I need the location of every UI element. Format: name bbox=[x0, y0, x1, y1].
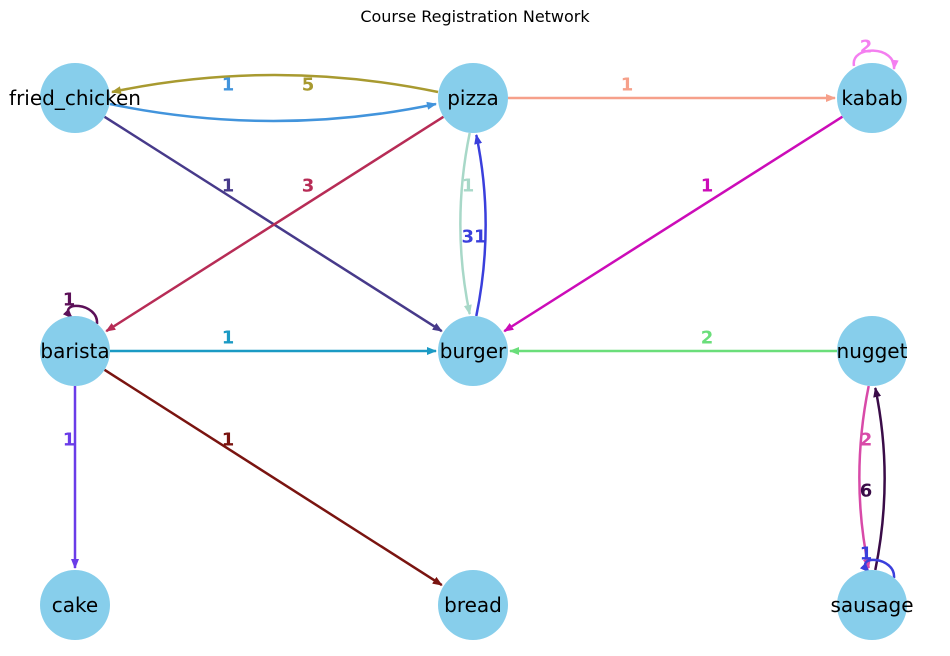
node-bread: bread bbox=[438, 570, 508, 640]
edge-fried_chicken-to-pizza bbox=[109, 101, 437, 123]
edge-barista-to-barista bbox=[62, 304, 99, 325]
edge-weight-kabab-to-burger: 1 bbox=[701, 176, 714, 197]
edge-weight-barista-to-cake: 1 bbox=[63, 430, 76, 451]
node-nugget: nugget bbox=[837, 316, 908, 386]
node-cake: cake bbox=[40, 570, 110, 640]
edge-weight-kabab-to-kabab: 2 bbox=[860, 37, 873, 58]
node-circle-barista bbox=[40, 316, 110, 386]
edge-weight-fried_chicken-to-pizza: 1 bbox=[222, 75, 235, 96]
node-label-pizza: pizza bbox=[447, 86, 499, 110]
node-barista: barista bbox=[40, 316, 110, 386]
edge-weight-pizza-to-burger: 1 bbox=[462, 176, 475, 197]
node-circle-fried_chicken bbox=[40, 63, 110, 133]
edge-barista-to-bread bbox=[103, 368, 443, 587]
node-label-nugget: nugget bbox=[837, 339, 908, 363]
edge-weight-barista-to-bread: 1 bbox=[222, 430, 235, 451]
node-pizza: pizza bbox=[438, 63, 508, 133]
node-burger: burger bbox=[438, 316, 508, 386]
edge-weight-pizza-to-kabab: 1 bbox=[621, 75, 634, 96]
edge-weight-barista-to-burger: 1 bbox=[222, 328, 235, 349]
edge-weight-nugget-to-sausage: 2 bbox=[860, 430, 873, 451]
node-circle-burger bbox=[438, 316, 508, 386]
edge-kabab-to-kabab bbox=[852, 49, 899, 70]
edge-weight-barista-to-barista: 1 bbox=[63, 290, 76, 311]
edge-weight-fried_chicken-to-burger: 1 bbox=[222, 176, 235, 197]
edges-layer bbox=[62, 49, 899, 587]
node-circle-bread bbox=[438, 570, 508, 640]
edge-weight-sausage-to-sausage: 1 bbox=[860, 544, 873, 565]
node-sausage: sausage bbox=[830, 570, 914, 640]
node-circle-sausage bbox=[837, 570, 907, 640]
edge-weight-sausage-to-nugget: 6 bbox=[860, 481, 873, 502]
edge-pizza-to-fried_chicken bbox=[111, 73, 439, 95]
nodes-layer: fried_chicken pizza kabab barista burger nugg… bbox=[9, 63, 914, 640]
edge-kabab-to-burger bbox=[503, 115, 844, 333]
edge-sausage-to-sausage bbox=[859, 558, 896, 579]
node-circle-cake bbox=[40, 570, 110, 640]
node-label-fried_chicken: fried_chicken bbox=[9, 86, 141, 110]
node-circle-pizza bbox=[438, 63, 508, 133]
edge-nugget-to-sausage bbox=[858, 385, 871, 569]
node-fried_chicken: fried_chicken bbox=[9, 63, 141, 133]
node-kabab: kabab bbox=[837, 63, 907, 133]
edge-sausage-to-nugget bbox=[873, 387, 886, 571]
node-label-sausage: sausage bbox=[830, 593, 913, 617]
edge-burger-to-pizza bbox=[474, 134, 487, 317]
node-circle-kabab bbox=[837, 63, 907, 133]
edge-pizza-to-barista bbox=[105, 115, 445, 333]
edge-weight-pizza-to-barista: 3 bbox=[302, 176, 315, 197]
node-label-bread: bread bbox=[444, 593, 502, 617]
edge-weight-pizza-to-fried_chicken: 5 bbox=[302, 75, 315, 96]
edge-pizza-to-burger bbox=[459, 132, 472, 315]
node-label-kabab: kabab bbox=[841, 86, 902, 110]
node-label-cake: cake bbox=[52, 593, 98, 617]
node-label-burger: burger bbox=[440, 339, 507, 363]
edge-weight-nugget-to-burger: 2 bbox=[701, 328, 714, 349]
node-circle-nugget bbox=[837, 316, 907, 386]
node-label-barista: barista bbox=[40, 339, 109, 363]
edge-weight-burger-to-pizza: 31 bbox=[461, 227, 486, 248]
diagram-title: Course Registration Network bbox=[360, 7, 590, 26]
